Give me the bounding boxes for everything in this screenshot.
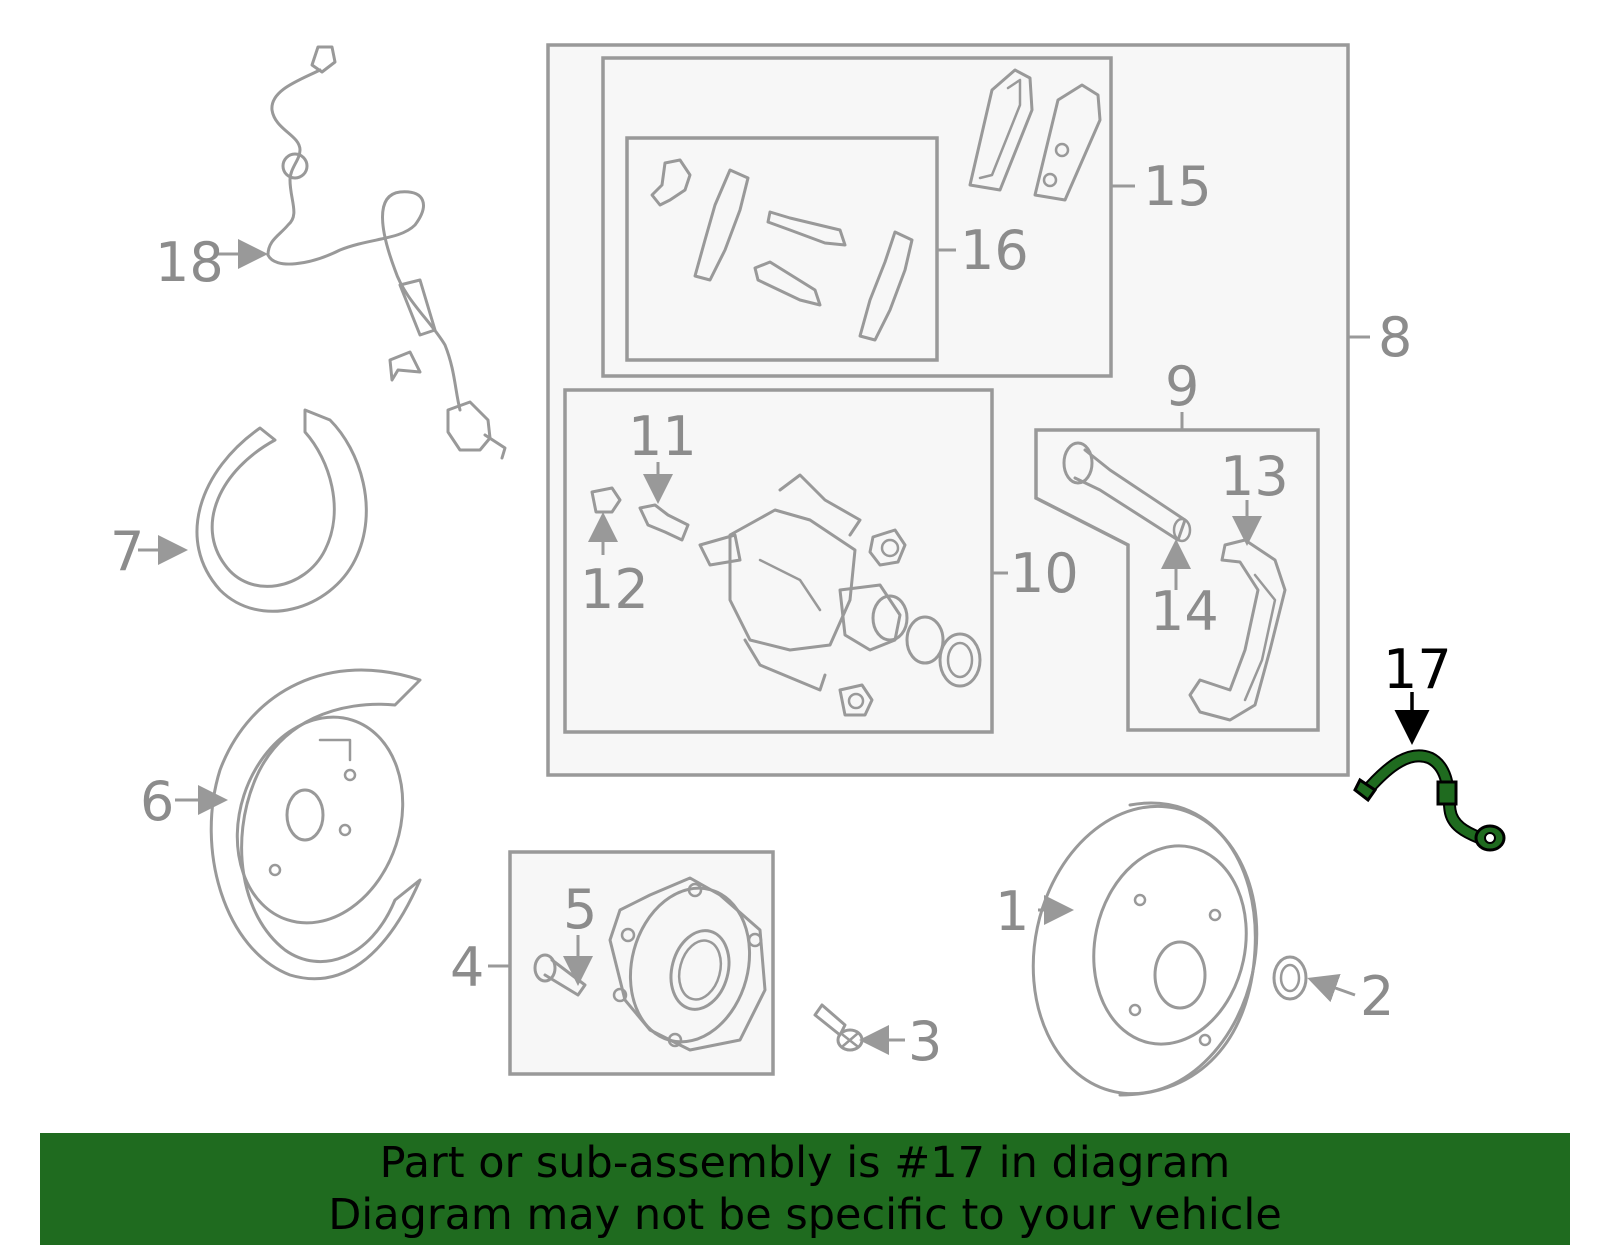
label-10: 10 [1010,542,1079,605]
abs-wheel-speed-sensor [266,45,507,460]
rotor-screw [813,1003,864,1052]
banner-part-note: Part or sub-assembly is #17 in diagram [379,1138,1231,1188]
label-16: 16 [960,219,1029,282]
label-2: 2 [1360,965,1394,1028]
label-9: 9 [1165,355,1199,418]
label-15: 15 [1143,155,1212,218]
label-5: 5 [563,878,597,941]
label-1: 1 [995,880,1029,943]
brake-pads [968,68,1102,202]
label-3: 3 [908,1010,942,1073]
label-8: 8 [1378,306,1412,369]
hardware-kit-box [625,136,939,362]
dust-shield [209,668,422,981]
wheel-hub [608,876,767,1052]
label-13: 13 [1220,445,1289,508]
brake-hose-highlighted [1353,749,1506,852]
label-12: 12 [580,558,649,621]
parking-brake-shoe [195,408,368,613]
label-17: 17 [1383,638,1452,701]
info-banner: Part or sub-assembly is #17 in diagram D… [40,1133,1570,1245]
bleeder-cap-and-screw [590,486,690,542]
label-4: 4 [450,936,484,999]
hub-cap [1272,955,1308,1001]
caliper-bracket [1188,538,1287,722]
brake-rotor [1031,801,1259,1097]
caliper-body [698,473,982,717]
banner-disclaimer: Diagram may not be specific to your vehi… [328,1190,1282,1240]
label-7: 7 [110,520,144,583]
label-18: 18 [155,231,224,294]
label-11: 11 [628,405,697,468]
label-6: 6 [140,770,174,833]
caliper-body-box [563,388,994,734]
pad-hardware-clips [650,158,914,342]
label-14: 14 [1150,580,1219,643]
